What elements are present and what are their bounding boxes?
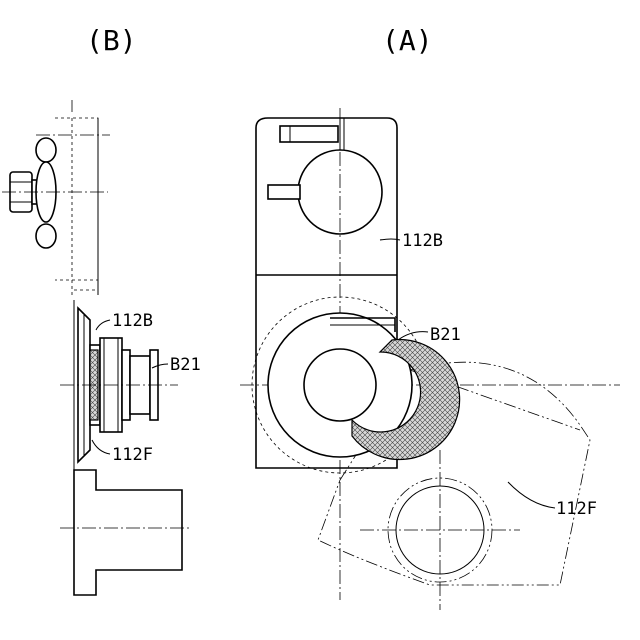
- label-a-112b: 112B: [402, 231, 443, 251]
- view-b-title: (B): [86, 24, 137, 57]
- label-b-b21: B21: [170, 355, 201, 375]
- label-a-112f: 112F: [556, 499, 597, 519]
- view-b: 112B B21 112F: [2, 100, 201, 595]
- label-b-112f: 112F: [112, 445, 153, 465]
- leader-b-112b: [96, 320, 110, 330]
- leader-b-112f: [92, 440, 110, 454]
- bolt-nut: [2, 138, 108, 248]
- lower-bracket-b: [60, 470, 190, 595]
- view-a-title: (A): [382, 24, 433, 57]
- label-a-b21: B21: [430, 325, 461, 345]
- leader-a-112f: [508, 482, 555, 508]
- view-a: 112B B21 112F: [240, 108, 620, 610]
- label-b-112b: 112B: [112, 311, 153, 331]
